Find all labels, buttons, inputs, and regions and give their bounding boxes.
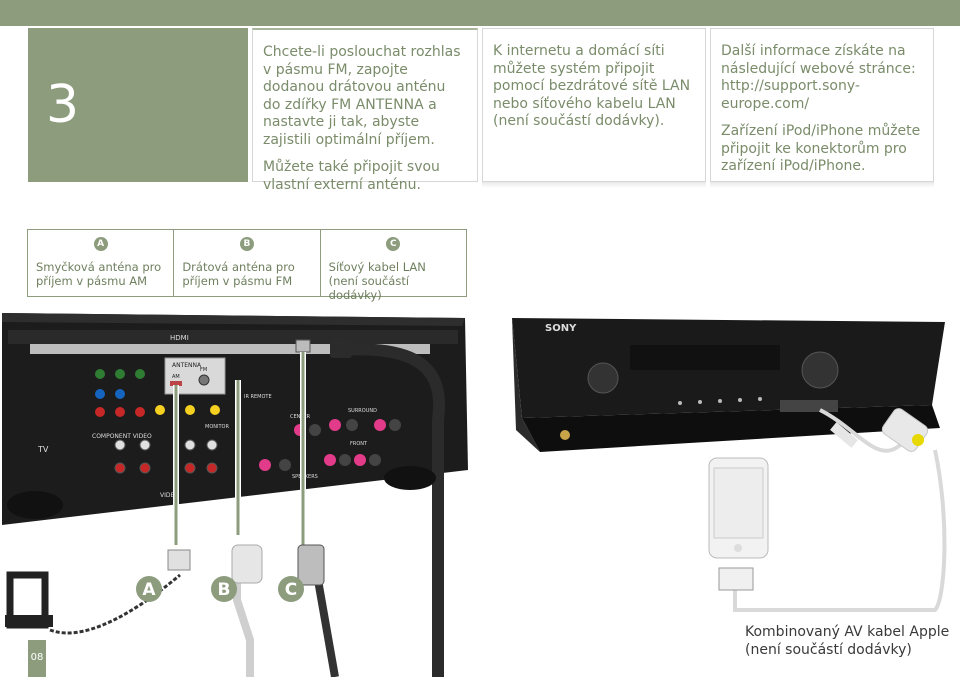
ir-remote-label: IR REMOTE bbox=[244, 394, 272, 400]
instruction-card-ipod: Další informace získáte na následující w… bbox=[710, 28, 934, 182]
lan-port bbox=[295, 339, 311, 353]
connection-illustration: HDMI ANTENNA AM FM COMPONENT VIDEO MONIT… bbox=[2, 313, 947, 677]
card-paragraph: Chcete-li poslouchat rozhlas v pásmu FM,… bbox=[263, 44, 461, 148]
fm-wire-antenna bbox=[231, 544, 263, 677]
top-bar bbox=[0, 0, 960, 26]
hdmi-label: HDMI bbox=[170, 334, 189, 342]
am-label: AM bbox=[172, 374, 180, 380]
volume-knob bbox=[801, 351, 839, 389]
component-label: COMPONENT VIDEO bbox=[92, 433, 152, 440]
legend-letter-a: A bbox=[93, 237, 108, 251]
card-shadow bbox=[482, 182, 706, 188]
lan-cable-plug bbox=[297, 544, 339, 677]
monitor-label: MONITOR bbox=[205, 424, 229, 430]
antenna-label: ANTENNA bbox=[172, 362, 202, 369]
card-paragraph: Další informace získáte na následující w… bbox=[721, 43, 916, 112]
apple-av-cable bbox=[733, 408, 947, 612]
sony-logo: SONY bbox=[545, 323, 577, 334]
legend-text-b: Drátová anténa pro příjem v pásmu FM bbox=[182, 260, 295, 288]
legend-letter-c: C bbox=[386, 237, 401, 251]
legend-letter-b: B bbox=[239, 237, 254, 251]
display-window bbox=[630, 345, 780, 370]
tv-label: TV bbox=[37, 445, 49, 454]
callout-a: A bbox=[142, 580, 156, 600]
am-loop-antenna bbox=[5, 549, 191, 635]
input-knob bbox=[587, 362, 619, 394]
legend-text-a: Smyčková anténa pro příjem v pásmu AM bbox=[36, 260, 162, 288]
video-label: VIDEO bbox=[160, 492, 179, 499]
cable-caption: Kombinovaný AV kabel Apple (není součást… bbox=[745, 624, 950, 658]
fm-label: FM bbox=[200, 367, 207, 373]
callout-c: C bbox=[285, 580, 297, 600]
instruction-card-antenna: Chcete-li poslouchat rozhlas v pásmu FM,… bbox=[252, 28, 478, 193]
receiver-front-panel: SONY bbox=[512, 318, 945, 452]
iphone-illustration bbox=[708, 457, 769, 591]
legend-cell-c: C Síťový kabel LAN (není součástí dodávk… bbox=[319, 229, 468, 302]
card-paragraph: Zařízení iPod/iPhone můžete připojit ke … bbox=[721, 123, 921, 174]
legend-cell-b: B Drátová anténa pro příjem v pásmu FM bbox=[173, 229, 321, 297]
legend-text-c: Síťový kabel LAN (není součástí dodávky) bbox=[328, 260, 426, 302]
front-label: FRONT bbox=[350, 441, 368, 447]
legend-cell-a: A Smyčková anténa pro příjem v pásmu AM bbox=[26, 229, 175, 297]
card-paragraph: K internetu a domácí síti můžete systém … bbox=[493, 43, 691, 129]
page-tab bbox=[28, 640, 46, 677]
surround-label: SURROUND bbox=[348, 408, 377, 414]
step-number: 3 bbox=[28, 28, 248, 182]
page-number: 08 bbox=[30, 652, 44, 663]
card-paragraph: Můžete také připojit svou vlastní extern… bbox=[263, 159, 440, 193]
card-shadow bbox=[710, 182, 934, 188]
callout-b: B bbox=[218, 580, 231, 600]
legend-table: A Smyčková anténa pro příjem v pásmu AM … bbox=[26, 229, 468, 302]
instruction-card-network: K internetu a domácí síti můžete systém … bbox=[482, 28, 706, 182]
